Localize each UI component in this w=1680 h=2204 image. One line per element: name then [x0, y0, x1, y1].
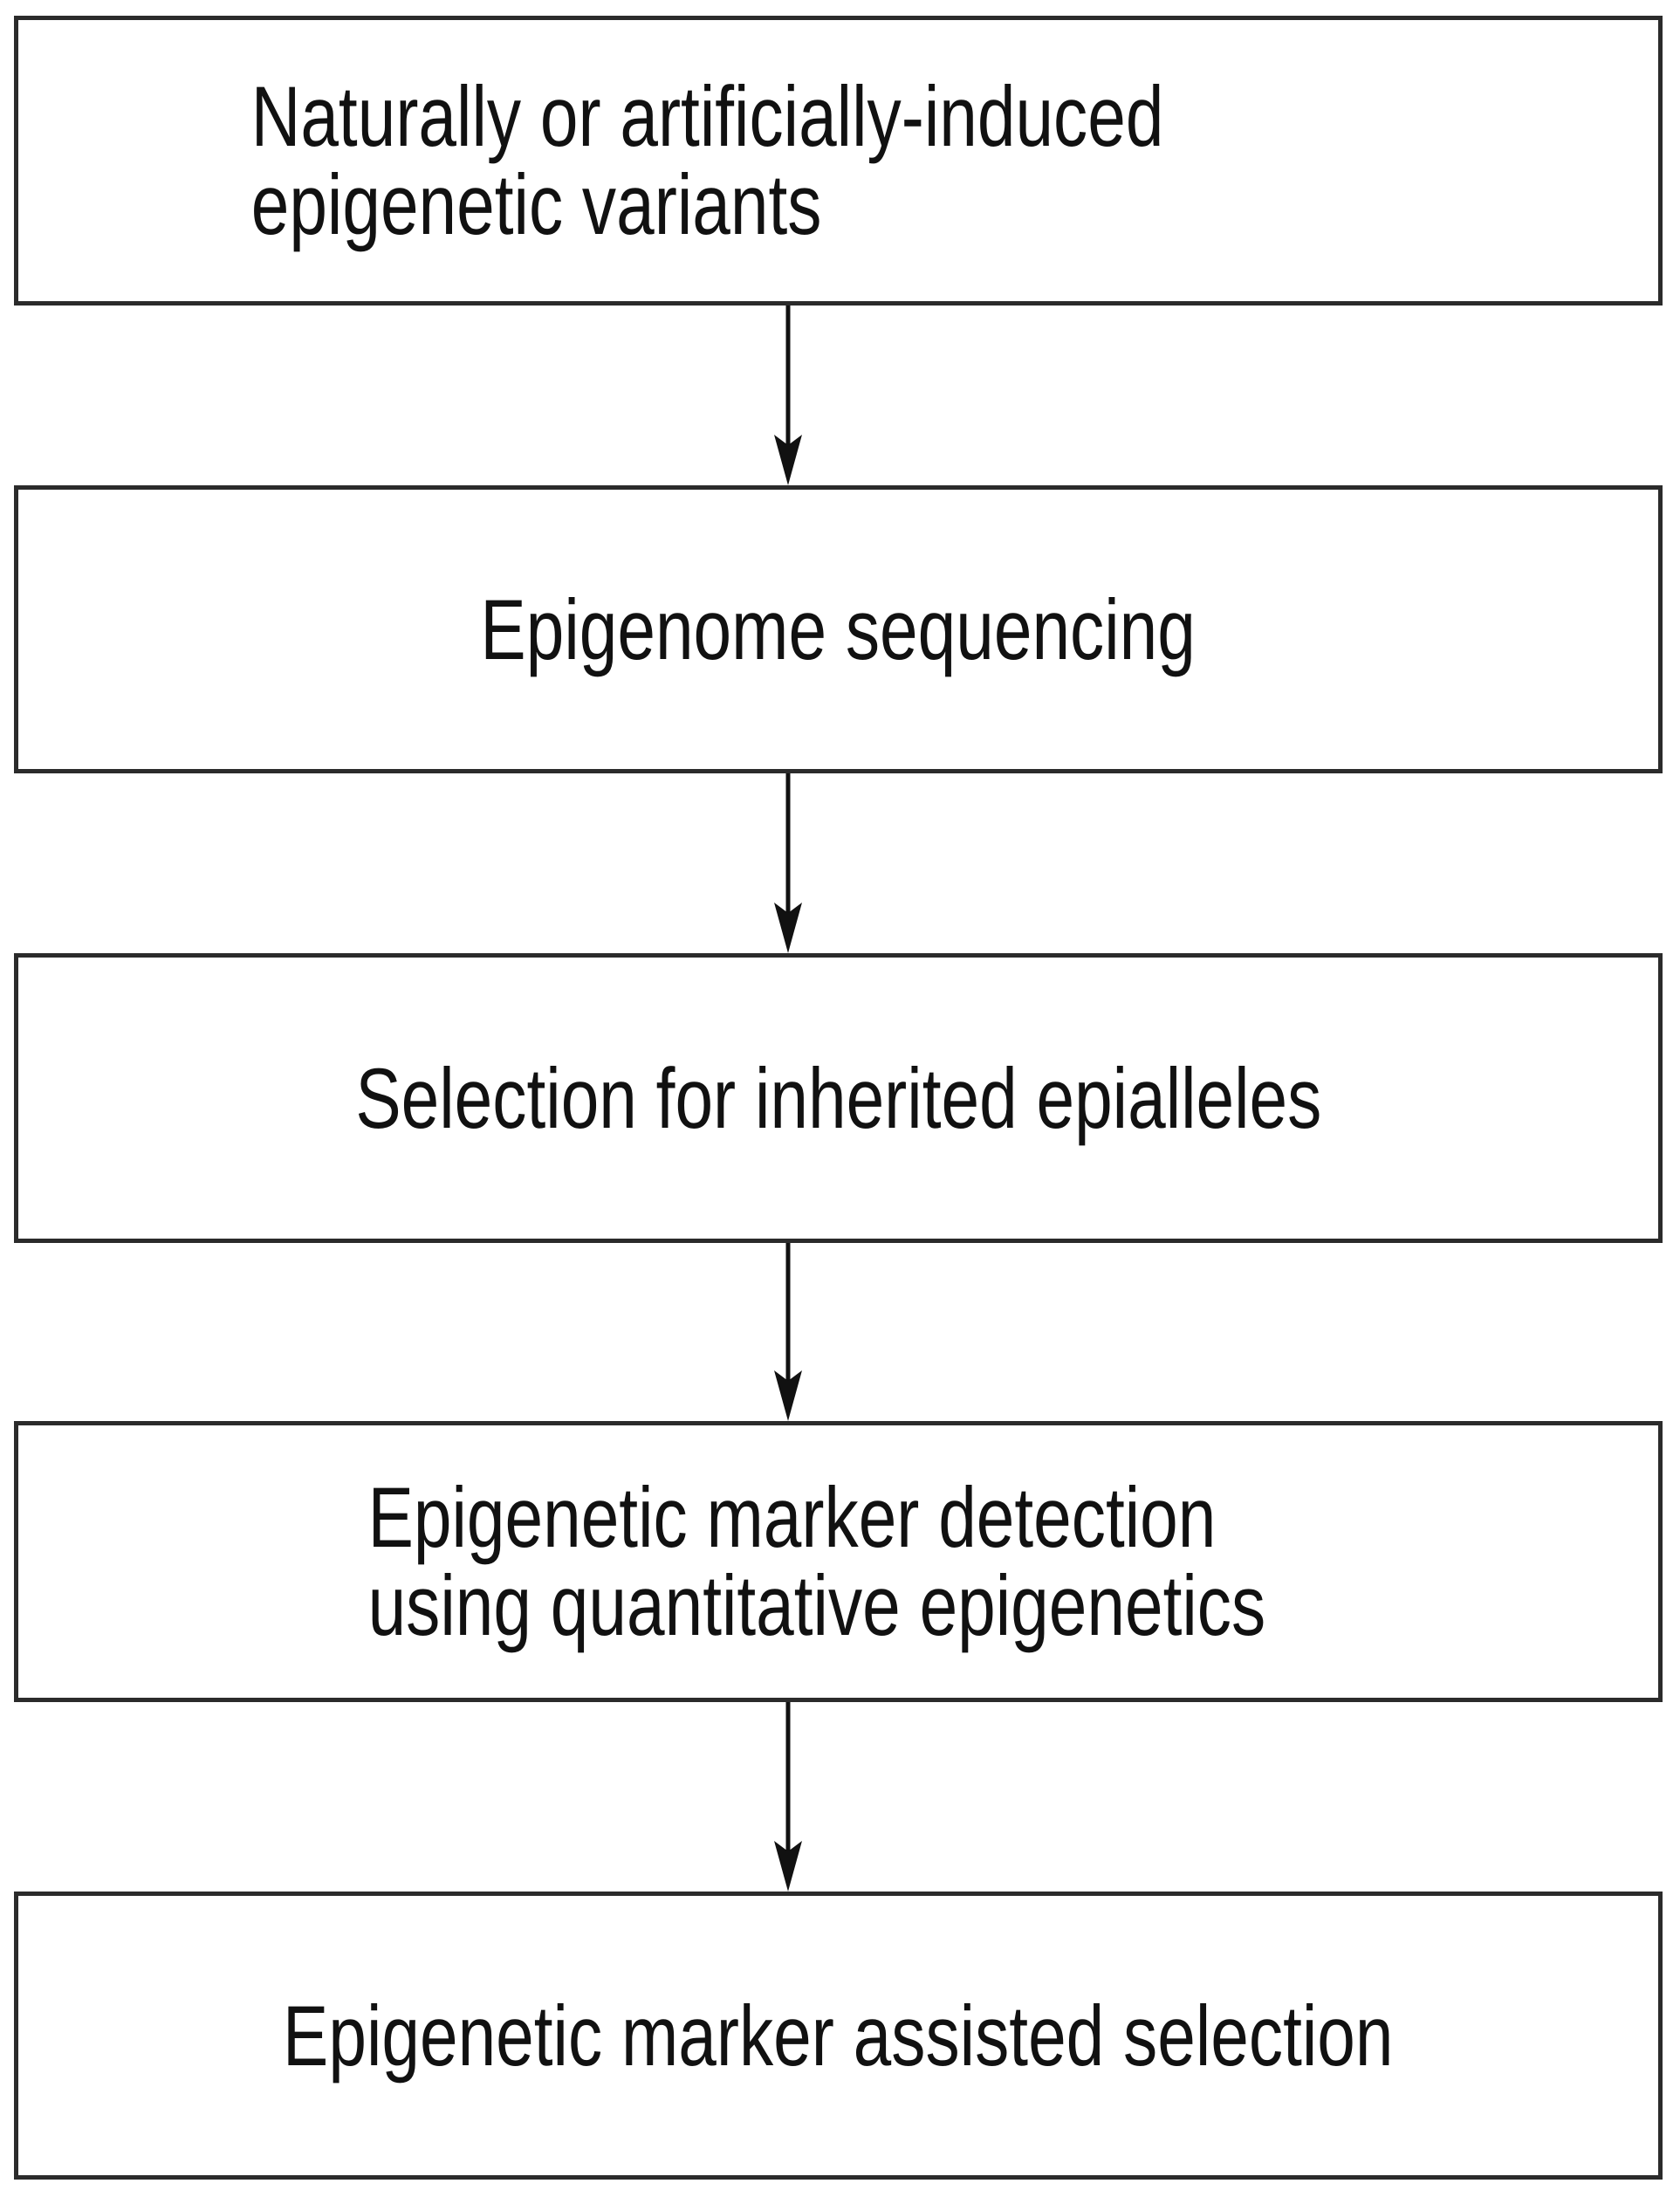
flowchart-connector-3: [767, 1243, 809, 1421]
flowchart-node-label: Epigenome sequencing: [480, 580, 1197, 677]
flowchart-node-label: Naturally or artificially-induced epigen…: [250, 68, 1164, 252]
down-arrow-icon: [774, 773, 802, 953]
down-arrow-icon: [774, 306, 802, 485]
flowchart-node-selection-inherited-epialleles: Selection for inherited epialleles: [14, 953, 1663, 1243]
flowchart-node-epigenetic-marker-detection: Epigenetic marker detection using quanti…: [14, 1421, 1663, 1702]
down-arrow-icon: [774, 1243, 802, 1421]
flowchart-node-epigenetic-variants: Naturally or artificially-induced epigen…: [14, 16, 1663, 306]
flowchart-node-label: Selection for inherited epialleles: [354, 1049, 1321, 1146]
flowchart-node-label: Epigenetic marker detection using quanti…: [367, 1469, 1265, 1653]
flowchart-node-epigenetic-marker-assisted-selection: Epigenetic marker assisted selection: [14, 1892, 1663, 2180]
flowchart-node-epigenome-sequencing: Epigenome sequencing: [14, 485, 1663, 773]
flowchart-connector-4: [767, 1702, 809, 1892]
flowchart-connector-2: [767, 773, 809, 953]
flowchart-node-label: Epigenetic marker assisted selection: [283, 1987, 1394, 2084]
flowchart-connector-1: [767, 306, 809, 485]
down-arrow-icon: [774, 1702, 802, 1892]
